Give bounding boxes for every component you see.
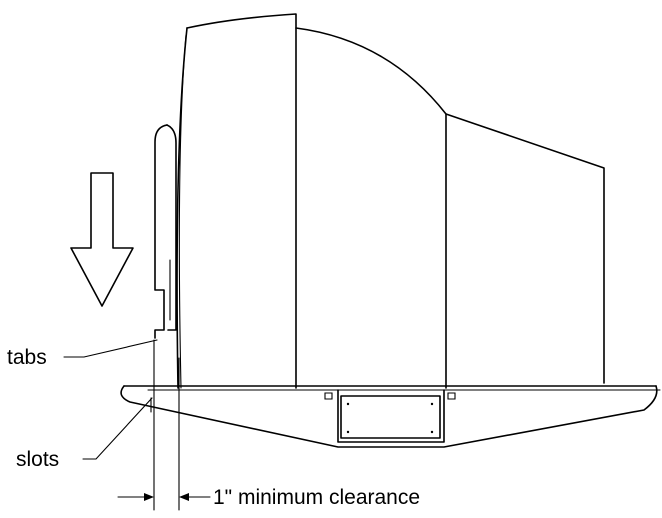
- clearance-label: 1" minimum clearance: [213, 486, 421, 509]
- monitor-front-bezel: [176, 13, 297, 389]
- tabs-leader: [63, 339, 158, 358]
- slots-leader: [82, 397, 153, 460]
- slots-label: slots: [16, 448, 60, 471]
- down-arrow-icon: [70, 172, 134, 307]
- tabs-label: tabs: [7, 346, 47, 369]
- clearance-dimension: [117, 339, 211, 511]
- stand-base: [120, 385, 661, 448]
- monitor-cabinet: [295, 27, 605, 389]
- mounting-bracket: [154, 124, 177, 339]
